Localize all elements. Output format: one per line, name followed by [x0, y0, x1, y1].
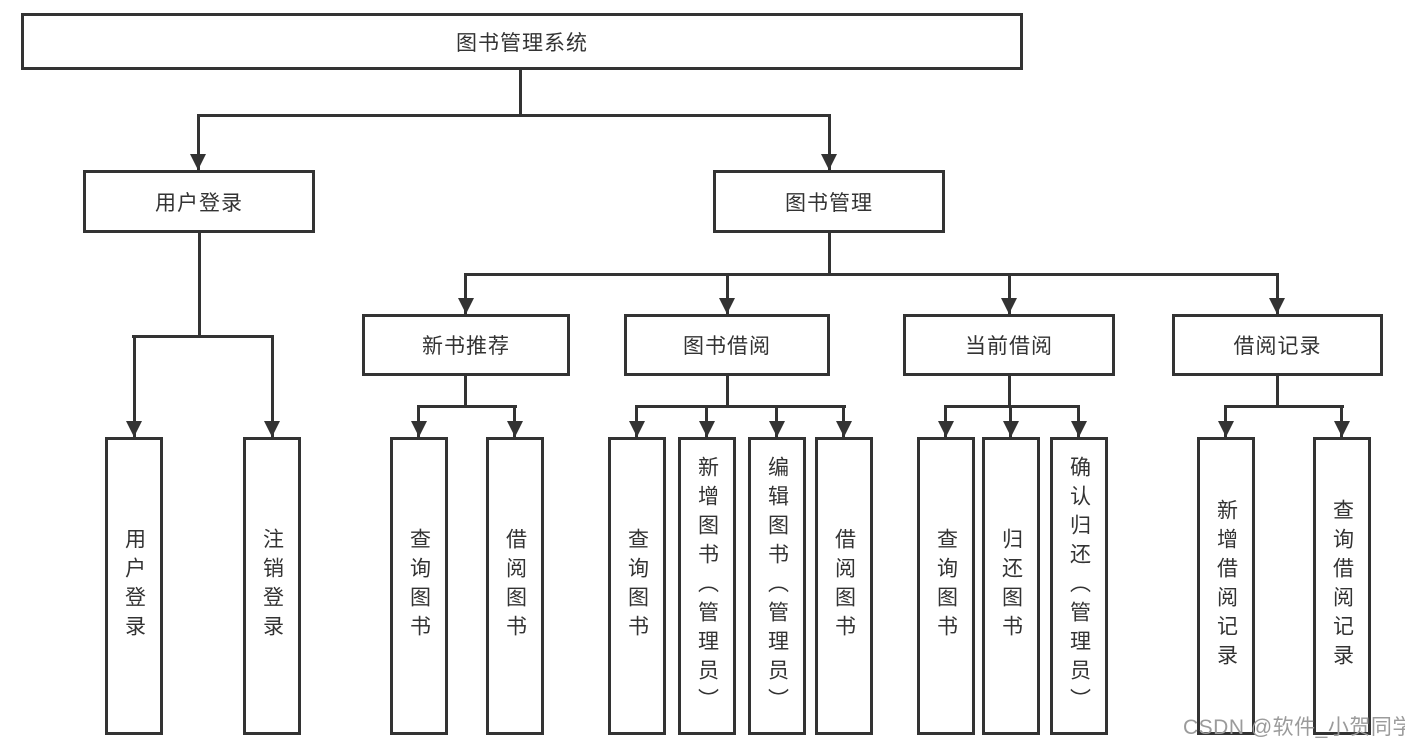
leaf-borrow-books-recommend: 借阅图书 [486, 437, 544, 735]
arrow-down-icon [126, 421, 142, 437]
connector-line [197, 114, 200, 170]
node-library-management-system: 图书管理系统 [21, 13, 1023, 70]
arrow-down-icon [458, 298, 474, 314]
arrow-down-icon [507, 421, 523, 437]
leaf-label: 借阅图书 [832, 528, 856, 644]
node-book-borrow: 图书借阅 [624, 314, 830, 376]
arrow-down-icon [1001, 298, 1017, 314]
leaf-query-books-borrow: 查询图书 [608, 437, 666, 735]
leaf-add-book-admin: 新增图书（管理员） [678, 437, 736, 735]
arrow-down-icon [264, 421, 280, 437]
connector-line [271, 335, 274, 437]
leaf-add-borrow-record: 新增借阅记录 [1197, 437, 1255, 735]
leaf-query-books-recommend: 查询图书 [390, 437, 448, 735]
connector-line [197, 114, 831, 117]
connector-line [1008, 273, 1011, 314]
arrow-down-icon [1218, 421, 1234, 437]
leaf-confirm-return-admin: 确认归还（管理员） [1050, 437, 1108, 735]
leaf-label: 用户登录 [122, 528, 146, 644]
node-label: 图书管理系统 [456, 31, 588, 55]
leaf-edit-book-admin: 编辑图书（管理员） [748, 437, 806, 735]
arrow-down-icon [411, 421, 427, 437]
connector-line [464, 376, 467, 406]
connector-line [635, 405, 846, 408]
leaf-label: 查询借阅记录 [1330, 499, 1354, 673]
node-label: 借阅记录 [1233, 335, 1322, 358]
node-book-management: 图书管理 [713, 170, 945, 233]
arrow-down-icon [1071, 421, 1087, 437]
node-label: 图书管理 [785, 191, 873, 215]
node-borrow-records: 借阅记录 [1172, 314, 1383, 376]
connector-line [726, 376, 729, 406]
leaf-logout: 注销登录 [243, 437, 301, 735]
connector-line [417, 405, 517, 408]
connector-line [198, 233, 201, 336]
node-new-book-recommend: 新书推荐 [362, 314, 570, 376]
arrow-down-icon [1269, 298, 1285, 314]
connector-line [464, 273, 1279, 276]
leaf-label: 查询图书 [625, 528, 649, 644]
leaf-label: 新增图书（管理员） [695, 455, 719, 717]
leaf-borrow-books-borrow: 借阅图书 [815, 437, 873, 735]
node-label: 图书借阅 [683, 335, 771, 358]
connector-line [1008, 376, 1011, 406]
arrow-down-icon [629, 421, 645, 437]
connector-line [1224, 405, 1344, 408]
arrow-down-icon [769, 421, 785, 437]
arrow-down-icon [938, 421, 954, 437]
leaf-label: 确认归还（管理员） [1067, 455, 1091, 717]
connector-line [132, 335, 273, 338]
connector-line [464, 273, 467, 314]
arrow-down-icon [1003, 421, 1019, 437]
leaf-label: 编辑图书（管理员） [765, 455, 789, 717]
node-current-borrow: 当前借阅 [903, 314, 1115, 376]
csdn-watermark: CSDN @软件_小贺同学 [1183, 716, 1405, 739]
arrow-down-icon [699, 421, 715, 437]
connector-line [1276, 273, 1279, 314]
connector-line [726, 273, 729, 314]
connector-line [944, 405, 1080, 408]
node-label: 新书推荐 [422, 335, 510, 358]
arrow-down-icon [190, 154, 206, 170]
connector-line [828, 233, 831, 274]
leaf-label: 查询图书 [407, 528, 431, 644]
leaf-label: 查询图书 [934, 528, 958, 644]
leaf-user-login: 用户登录 [105, 437, 163, 735]
node-label: 当前借阅 [965, 335, 1053, 358]
arrow-down-icon [836, 421, 852, 437]
leaf-label: 注销登录 [260, 528, 284, 644]
leaf-label: 新增借阅记录 [1214, 499, 1238, 673]
arrow-down-icon [821, 154, 837, 170]
leaf-label: 归还图书 [999, 528, 1023, 644]
node-user-login: 用户登录 [83, 170, 315, 233]
leaf-query-books-current: 查询图书 [917, 437, 975, 735]
connector-line [133, 335, 136, 437]
connector-line [1276, 376, 1279, 406]
connector-line [519, 69, 522, 115]
arrow-down-icon [1334, 421, 1350, 437]
arrow-down-icon [719, 298, 735, 314]
leaf-return-book: 归还图书 [982, 437, 1040, 735]
connector-line [828, 114, 831, 170]
leaf-query-borrow-record: 查询借阅记录 [1313, 437, 1371, 735]
node-label: 用户登录 [155, 191, 243, 215]
leaf-label: 借阅图书 [503, 528, 527, 644]
